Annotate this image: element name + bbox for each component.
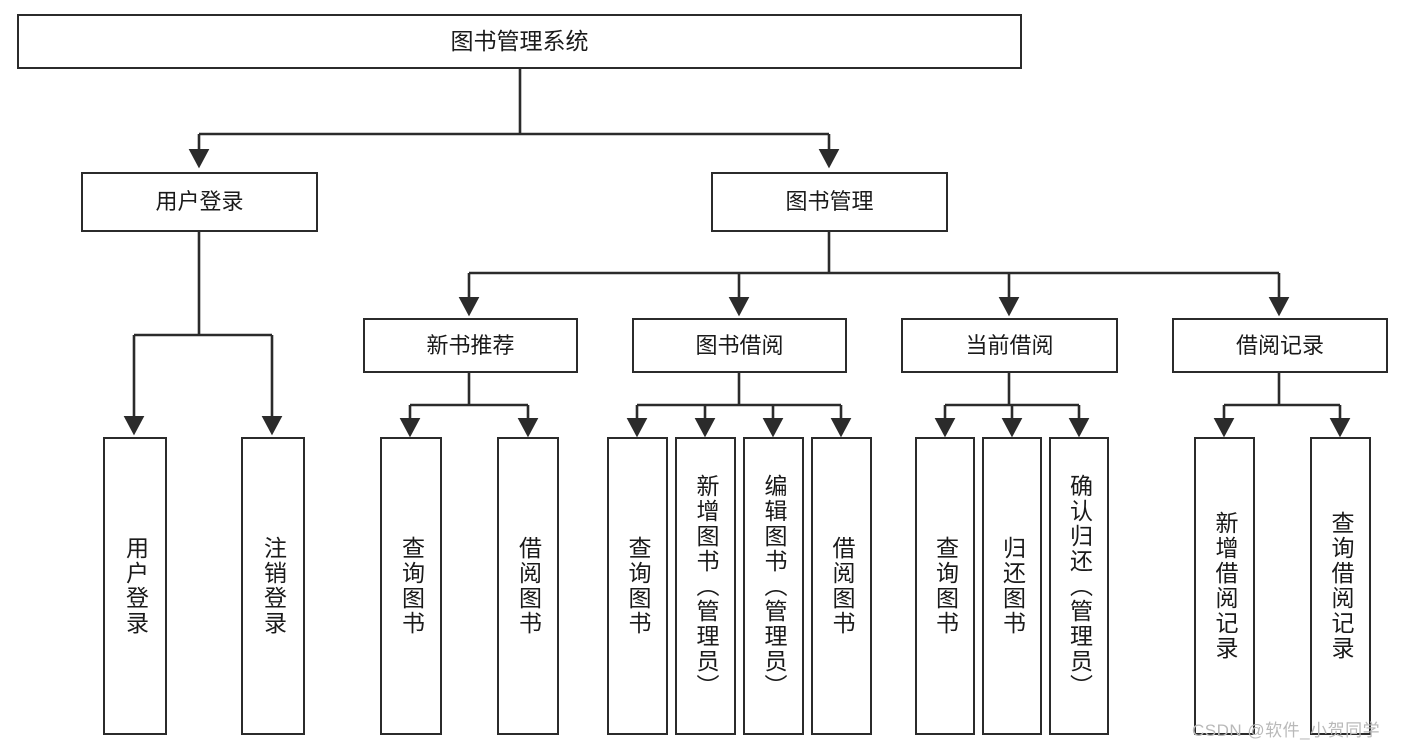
node-label: 图书借阅 — [695, 332, 784, 358]
node-user-login[interactable]: 用户登录 — [81, 172, 318, 232]
node-label: 用户登录 — [122, 536, 149, 636]
node-label: 当前借阅 — [965, 332, 1054, 358]
node-label: 注销登录 — [260, 536, 287, 636]
node-label: 编辑图书（管理员） — [761, 473, 787, 699]
node-leaf-edit-book-admin[interactable]: 编辑图书（管理员） — [743, 437, 804, 735]
node-label: 图书管理系统 — [450, 27, 589, 54]
node-leaf-add-book-admin[interactable]: 新增图书（管理员） — [675, 437, 736, 735]
node-label: 借阅图书 — [515, 536, 542, 636]
node-new-book-recommend[interactable]: 新书推荐 — [363, 318, 578, 373]
node-leaf-user-login[interactable]: 用户登录 — [103, 437, 167, 735]
node-book-management[interactable]: 图书管理 — [711, 172, 948, 232]
node-label: 归还图书 — [999, 536, 1026, 636]
node-leaf-logout[interactable]: 注销登录 — [241, 437, 305, 735]
node-leaf-query-book-2[interactable]: 查询图书 — [607, 437, 668, 735]
node-label: 确认归还（管理员） — [1066, 473, 1093, 699]
node-current-borrow[interactable]: 当前借阅 — [901, 318, 1118, 373]
node-label: 借阅图书 — [829, 536, 855, 636]
node-leaf-borrow-book-1[interactable]: 借阅图书 — [497, 437, 559, 735]
node-leaf-query-book-3[interactable]: 查询图书 — [915, 437, 975, 735]
node-root-book-management-system[interactable]: 图书管理系统 — [17, 14, 1022, 69]
node-label: 用户登录 — [155, 189, 244, 215]
node-label: 新书推荐 — [426, 332, 515, 358]
node-label: 借阅记录 — [1235, 332, 1324, 358]
node-label: 查询图书 — [932, 536, 959, 636]
node-label: 新增图书（管理员） — [693, 473, 719, 699]
node-leaf-add-borrow-record[interactable]: 新增借阅记录 — [1194, 437, 1255, 735]
node-leaf-borrow-book-2[interactable]: 借阅图书 — [811, 437, 872, 735]
node-leaf-return-book[interactable]: 归还图书 — [982, 437, 1042, 735]
node-leaf-query-book-1[interactable]: 查询图书 — [380, 437, 442, 735]
node-leaf-query-borrow-record[interactable]: 查询借阅记录 — [1310, 437, 1371, 735]
node-leaf-confirm-return-admin[interactable]: 确认归还（管理员） — [1049, 437, 1109, 735]
node-label: 新增借阅记录 — [1212, 511, 1238, 661]
node-label: 查询图书 — [398, 536, 425, 636]
node-label: 图书管理 — [785, 189, 874, 215]
node-book-borrow[interactable]: 图书借阅 — [632, 318, 847, 373]
node-borrow-record[interactable]: 借阅记录 — [1172, 318, 1388, 373]
node-label: 查询借阅记录 — [1328, 511, 1354, 661]
node-label: 查询图书 — [625, 536, 651, 636]
